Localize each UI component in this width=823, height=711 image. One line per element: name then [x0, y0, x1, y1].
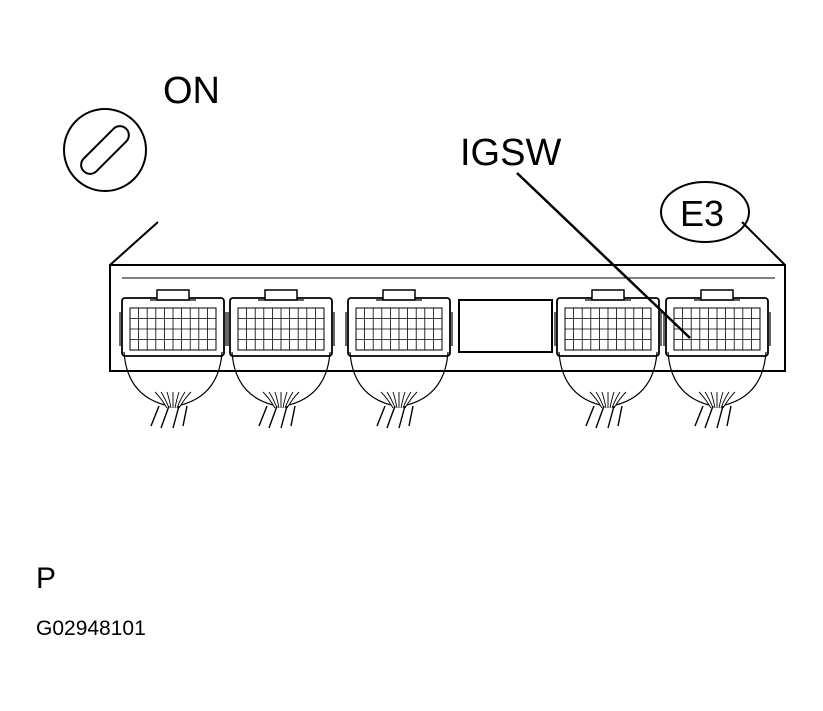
wire-harness [231, 351, 331, 429]
igsw-terminal-label: IGSW [460, 132, 562, 174]
wire-harness [558, 351, 658, 429]
igsw-leader-line [516, 172, 691, 339]
wire-harness [349, 351, 449, 429]
ignition-on-label: ON [163, 70, 220, 112]
view-label: P [36, 562, 57, 595]
wire-harness [123, 351, 223, 429]
connector-3 [345, 289, 453, 429]
ignition-key-icon [63, 108, 147, 192]
connector-e3-callout [660, 181, 750, 243]
connector-e3-label: E3 [680, 193, 725, 234]
connector-5 [663, 289, 771, 429]
ecu-center-window [458, 299, 553, 353]
connector-1 [119, 289, 227, 429]
connector-4 [554, 289, 662, 429]
figure-code-label: G02948101 [36, 617, 146, 640]
ecu-connectors [119, 289, 771, 429]
connector-2 [227, 289, 335, 429]
ecu-body [109, 221, 786, 372]
wire-harness [667, 351, 767, 429]
